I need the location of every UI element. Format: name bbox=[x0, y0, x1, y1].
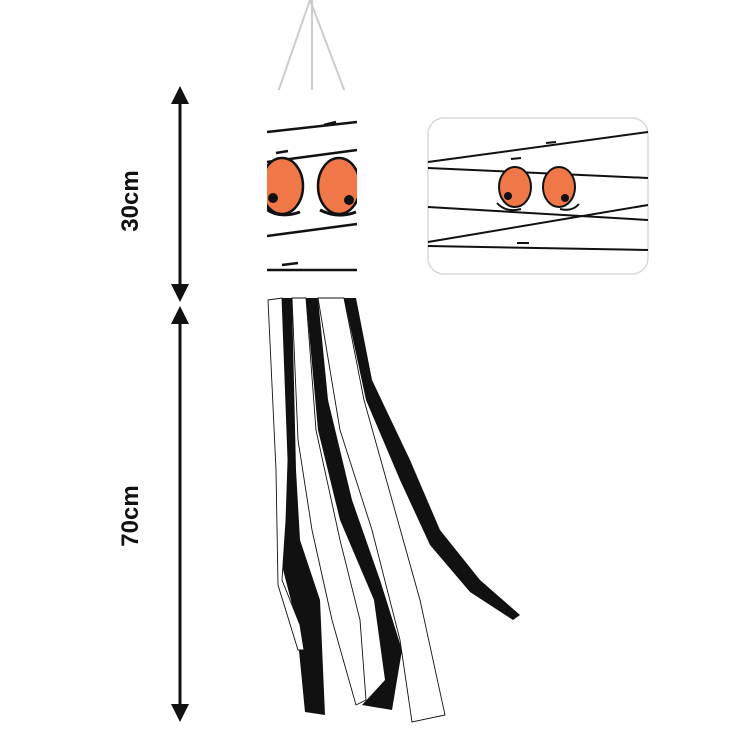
detail-bandage-lines bbox=[427, 131, 649, 251]
mummy-eyes-icon bbox=[259, 156, 362, 217]
windsock-tail-streamers bbox=[267, 297, 520, 723]
streamer-black-2 bbox=[306, 298, 402, 710]
head-height-label: 30cm bbox=[117, 170, 144, 232]
mummy-eyes-icon-detail bbox=[496, 166, 580, 212]
face-detail-panel bbox=[427, 117, 649, 275]
streamer-white-1 bbox=[267, 297, 305, 651]
hanger-strings bbox=[277, 0, 346, 93]
dimension-arrow-tail-length bbox=[171, 306, 189, 722]
streamer-black-1 bbox=[278, 298, 325, 715]
streamer-white-3 bbox=[317, 297, 446, 723]
dimension-arrow-head-height bbox=[171, 86, 189, 302]
bandage-lines bbox=[266, 120, 358, 272]
tail-length-label: 70cm bbox=[117, 485, 144, 547]
windsock-head bbox=[250, 85, 374, 285]
streamer-white-2 bbox=[291, 297, 367, 706]
streamer-black-3 bbox=[344, 298, 520, 620]
